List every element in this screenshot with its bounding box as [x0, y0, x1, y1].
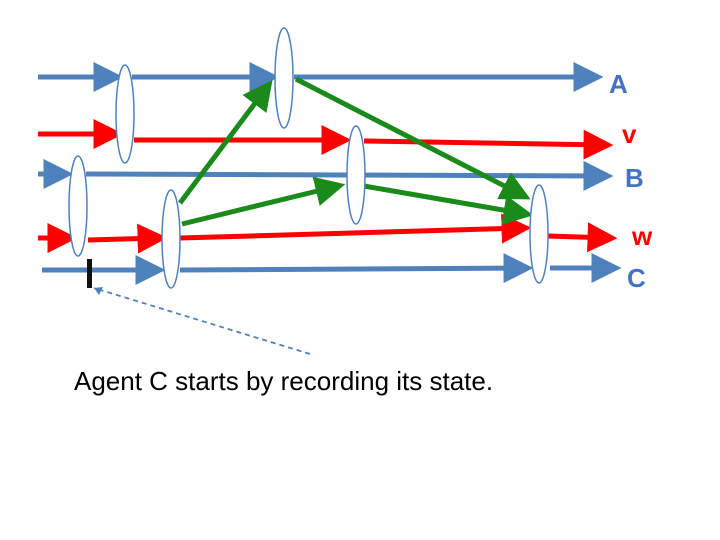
label-process-b: B: [625, 163, 644, 193]
marker-msg-c-to-b: [181, 176, 346, 227]
marker-messages: [178, 76, 534, 227]
label-channel-v: v: [622, 119, 637, 149]
caption-text: Agent C starts by recording its state.: [74, 366, 494, 396]
event-ellipse-5: [161, 189, 181, 289]
dashed-pointer-arrowhead: [94, 287, 103, 295]
event-ellipse-4: [346, 125, 366, 225]
dashed-pointer: [93, 287, 311, 355]
event-ellipse-3: [274, 27, 294, 129]
label-process-a: A: [609, 69, 628, 99]
label-process-c: C: [627, 263, 646, 293]
process-line-b: [38, 159, 614, 191]
channel-line-v: [38, 119, 614, 160]
marker-msg-a-to-c: [294, 76, 531, 200]
event-ellipses: [68, 27, 549, 289]
channel-line-w: [38, 213, 618, 254]
marker-msg-b-to-c: [363, 183, 534, 225]
process-line-c: [42, 253, 622, 285]
marker-msg-c-to-a: [178, 80, 273, 205]
label-channel-w: w: [631, 221, 653, 251]
state-record-marker: [87, 259, 92, 288]
event-ellipse-2: [68, 155, 88, 257]
event-ellipse-6: [529, 184, 549, 284]
event-ellipse-1: [115, 64, 135, 164]
